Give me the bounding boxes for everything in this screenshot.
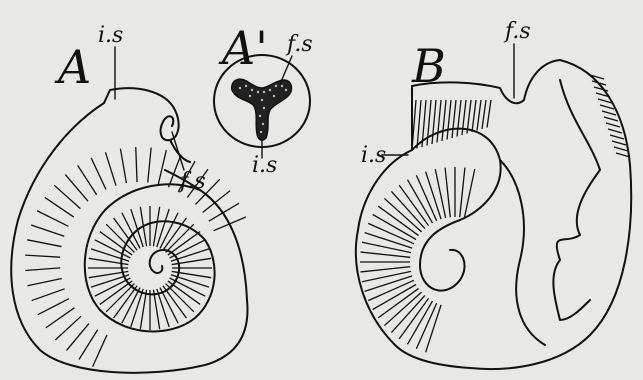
label-a-fs: f.s — [178, 169, 206, 194]
stipple-dot — [273, 95, 275, 97]
stipple-dot — [257, 91, 259, 93]
stipple-dot — [259, 115, 261, 117]
stipple-dot — [260, 131, 262, 133]
label-ap-fs: f.s — [285, 32, 313, 57]
stipple-dot — [251, 89, 253, 91]
stipple-dot — [261, 99, 263, 101]
stipple-dot — [263, 107, 265, 109]
stipple-dot — [275, 85, 277, 87]
stipple-dot — [269, 89, 271, 91]
stipple-dot — [245, 85, 247, 87]
label-ap-is: i.s — [252, 153, 277, 178]
stipple-dot — [249, 95, 251, 97]
label-a-prime: A' — [218, 21, 268, 75]
stipple-dot — [285, 89, 287, 91]
stipple-dot — [239, 87, 241, 89]
stipple-dot — [262, 123, 264, 125]
label-a: A — [54, 40, 91, 94]
label-b-fs: f.s — [503, 19, 531, 44]
label-a-is: i.s — [98, 23, 123, 48]
label-b: B — [411, 39, 446, 93]
stipple-dot — [281, 85, 283, 87]
stipple-dot — [263, 91, 265, 93]
